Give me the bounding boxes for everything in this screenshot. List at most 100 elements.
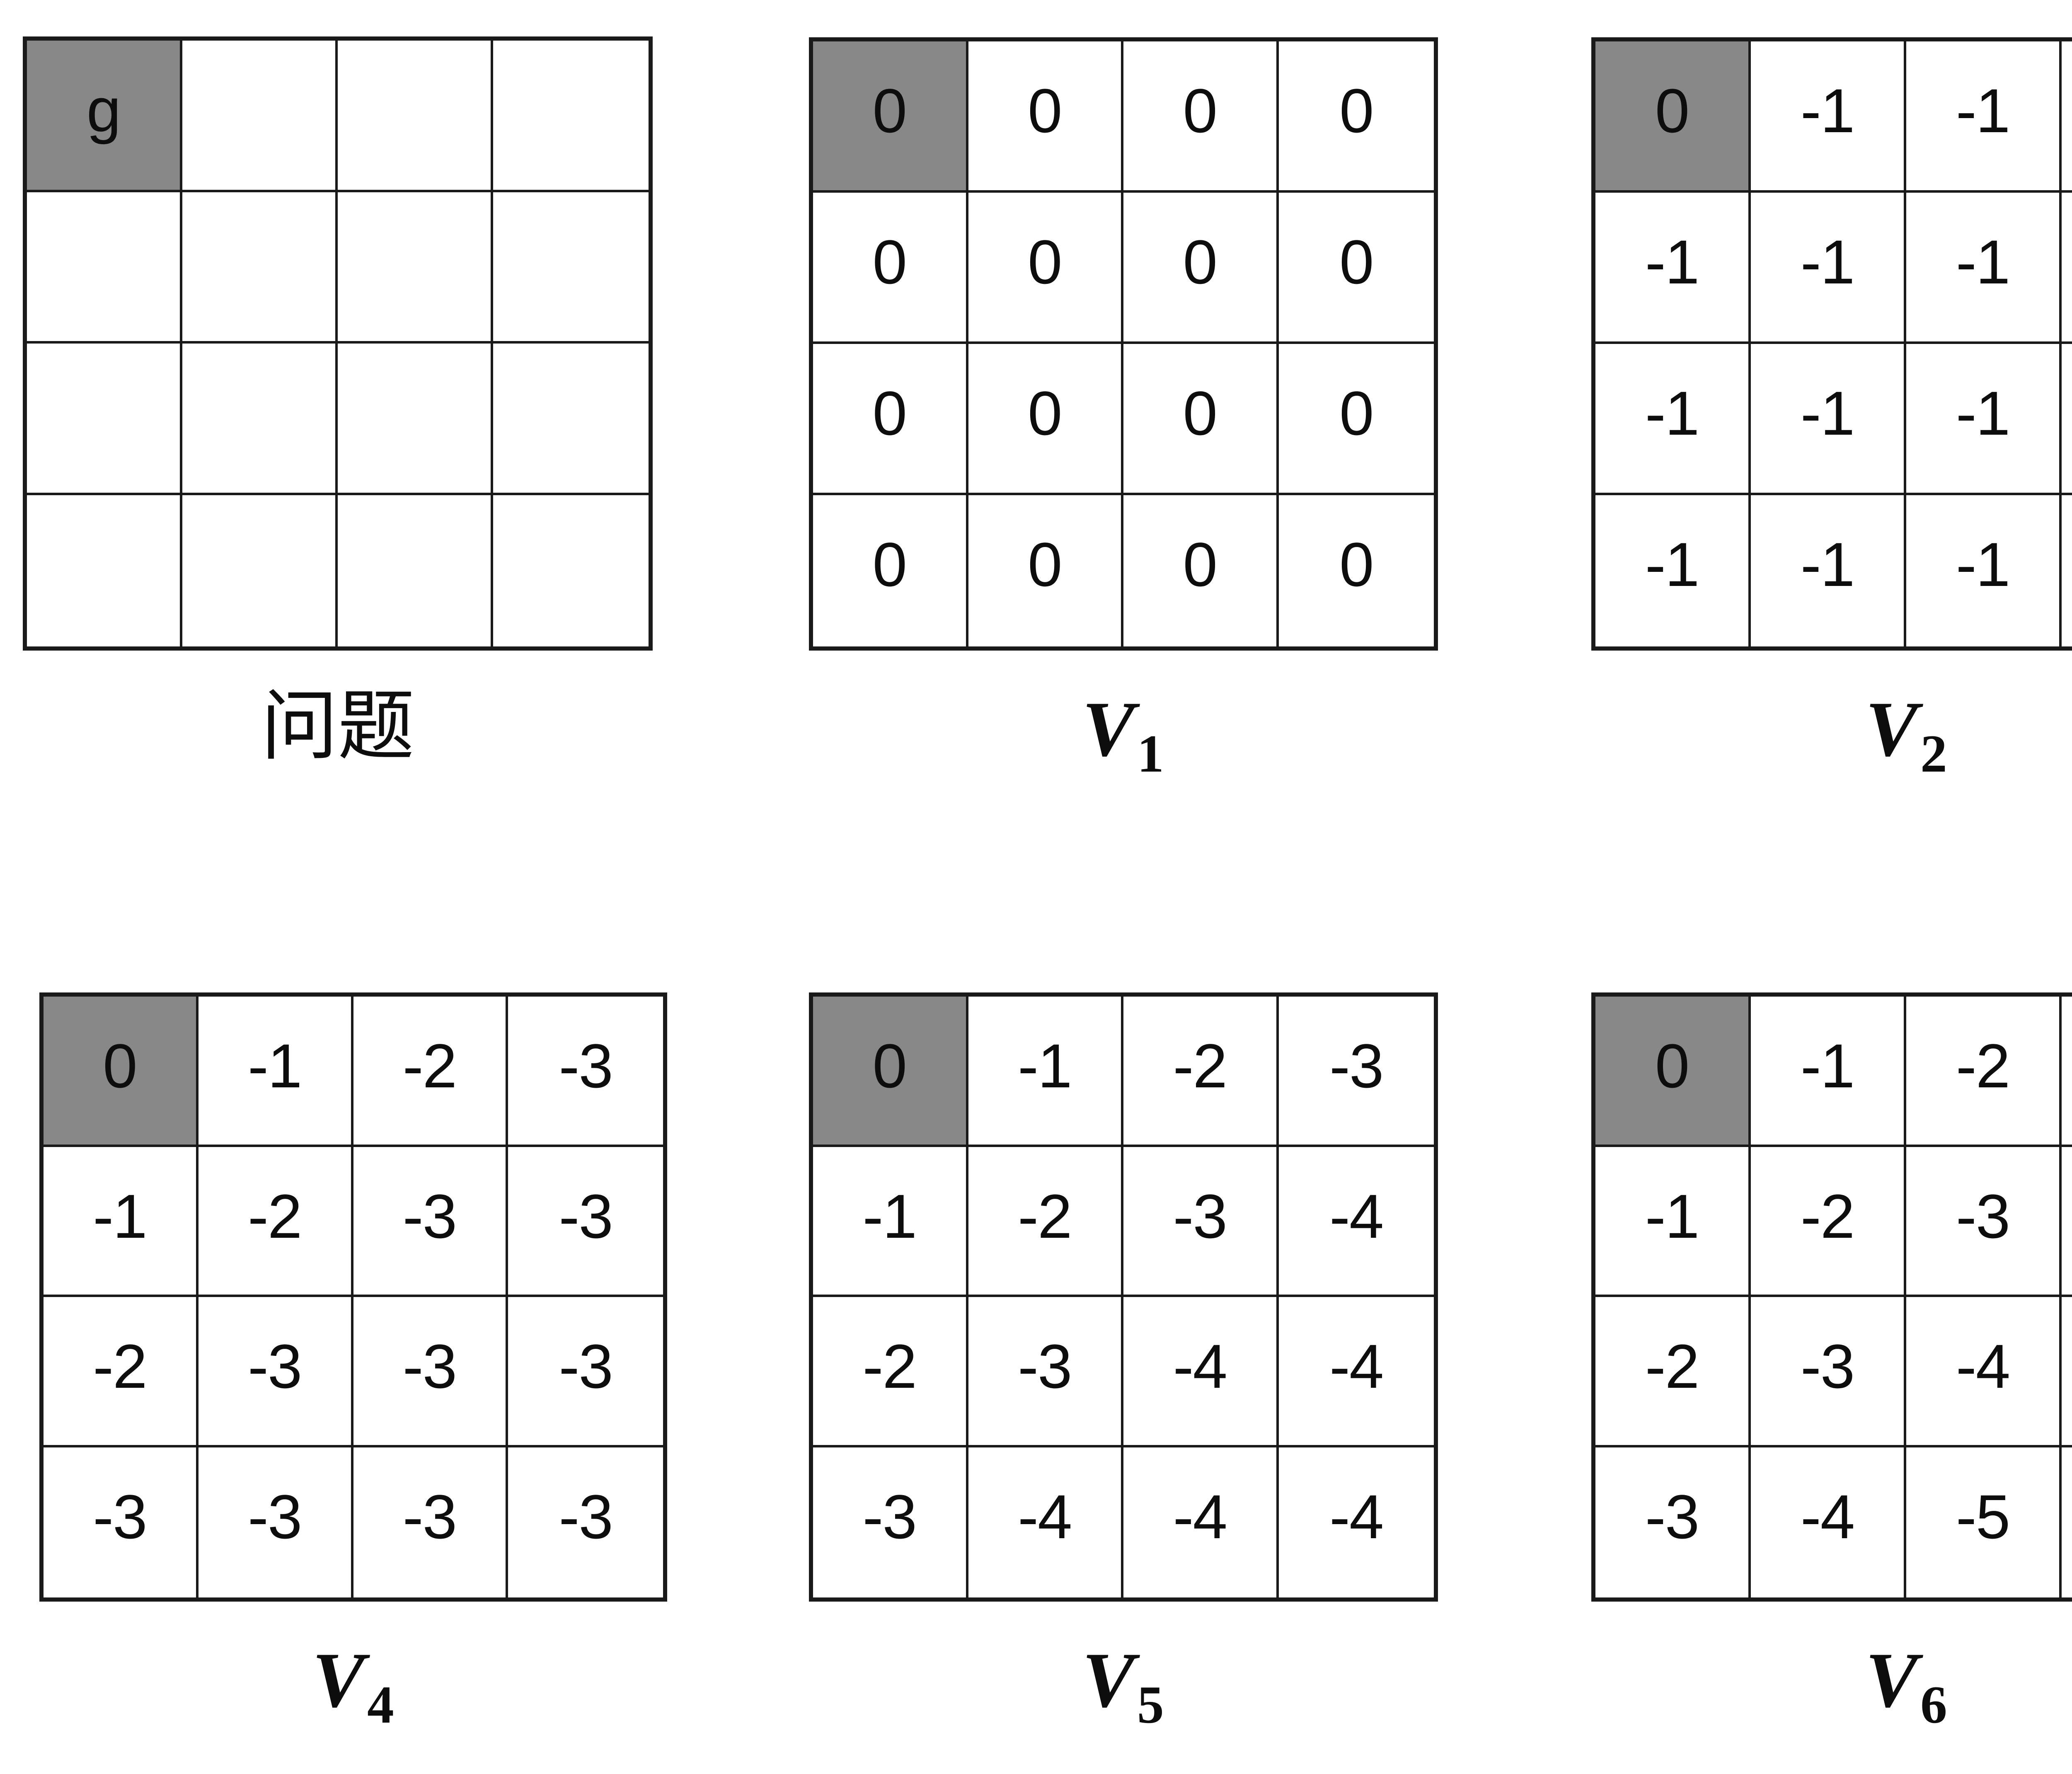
grid-cell-v5-r1-c3[interactable]: -4 — [1278, 1147, 1434, 1297]
grid-cell-v4-r0-c3[interactable]: -3 — [508, 997, 663, 1147]
grid-cell-v4-r2-c0[interactable]: -2 — [44, 1297, 198, 1447]
cell-value: -3 — [402, 1481, 457, 1551]
grid-cell-v1-r3-c2[interactable]: 0 — [1123, 495, 1279, 646]
grid-cell-v2-r1-c0[interactable]: -1 — [1595, 193, 1751, 344]
grid-cell-v4-r0-c1[interactable]: -1 — [198, 997, 353, 1147]
grid-cell-problem-r2-c2[interactable] — [338, 344, 493, 495]
grid-cell-v6-r1-c0[interactable]: -1 — [1595, 1147, 1751, 1297]
grid-cell-problem-r2-c0[interactable] — [27, 344, 182, 495]
grid-cell-v1-r2-c3[interactable]: 0 — [1278, 344, 1434, 495]
grid-cell-v4-r3-c3[interactable]: -3 — [508, 1447, 663, 1597]
grid-cell-v5-r2-c3[interactable]: -4 — [1278, 1297, 1434, 1447]
grid-cell-v5-r2-c1[interactable]: -3 — [968, 1297, 1123, 1447]
grid-cell-v2-r3-c2[interactable]: -1 — [1906, 495, 2062, 646]
grid-cell-v5-r3-c0[interactable]: -3 — [813, 1447, 968, 1597]
grid-cell-v4-r3-c2[interactable]: -3 — [353, 1447, 508, 1597]
grid-cell-v2-r3-c3[interactable]: -1 — [2062, 495, 2072, 646]
grid-cell-problem-r0-c2[interactable] — [338, 41, 493, 192]
grid-caption-v2: V2 — [1865, 690, 1947, 780]
grid-cell-v5-r0-c3[interactable]: -3 — [1278, 997, 1434, 1147]
grid-cell-problem-r3-c2[interactable] — [338, 495, 493, 646]
grid-cell-v2-r2-c3[interactable]: -1 — [2062, 344, 2072, 495]
grid-cell-v4-r3-c1[interactable]: -3 — [198, 1447, 353, 1597]
grid-cell-problem-r1-c0[interactable] — [27, 192, 182, 344]
grid-cell-problem-r1-c2[interactable] — [338, 192, 493, 344]
caption-text: V — [1865, 1637, 1918, 1724]
grid-cell-v5-r0-c1[interactable]: -1 — [968, 997, 1123, 1147]
grid-cell-v5-r3-c1[interactable]: -4 — [968, 1447, 1123, 1597]
grid-cell-v6-r3-c2[interactable]: -5 — [1906, 1447, 2062, 1597]
cell-value: -1 — [1800, 76, 1855, 145]
grid-cell-v5-r3-c3[interactable]: -4 — [1278, 1447, 1434, 1597]
grid-cell-v2-r1-c3[interactable]: -1 — [2062, 193, 2072, 344]
grid-cell-v4-r3-c0[interactable]: -3 — [44, 1447, 198, 1597]
grid-cell-v5-r1-c1[interactable]: -2 — [968, 1147, 1123, 1297]
grid-cell-v6-r0-c3[interactable]: -3 — [2062, 997, 2072, 1147]
grid-cell-v4-r0-c2[interactable]: -2 — [353, 997, 508, 1147]
grid-cell-v6-r2-c0[interactable]: -2 — [1595, 1297, 1751, 1447]
grid-cell-problem-r3-c0[interactable] — [27, 495, 182, 646]
grid-cell-v6-r0-c2[interactable]: -2 — [1906, 997, 2062, 1147]
grid-cell-v4-r2-c1[interactable]: -3 — [198, 1297, 353, 1447]
grid-cell-v6-r3-c1[interactable]: -4 — [1751, 1447, 1906, 1597]
grid-cell-v1-r3-c1[interactable]: 0 — [968, 495, 1123, 646]
grid-cell-v5-r0-c2[interactable]: -2 — [1123, 997, 1279, 1147]
grid-cell-v1-r0-c0[interactable]: 0 — [813, 41, 968, 193]
grid-cell-v5-r2-c0[interactable]: -2 — [813, 1297, 968, 1447]
grid-cell-v1-r2-c1[interactable]: 0 — [968, 344, 1123, 495]
grid-cell-v1-r0-c3[interactable]: 0 — [1278, 41, 1434, 193]
grid-cell-v2-r1-c2[interactable]: -1 — [1906, 193, 2062, 344]
grid-cell-v1-r1-c3[interactable]: 0 — [1278, 193, 1434, 344]
grid-cell-v4-r2-c3[interactable]: -3 — [508, 1297, 663, 1447]
grid-cell-v2-r2-c1[interactable]: -1 — [1751, 344, 1906, 495]
grid-cell-v1-r0-c2[interactable]: 0 — [1123, 41, 1279, 193]
grid-cell-v2-r2-c0[interactable]: -1 — [1595, 344, 1751, 495]
grid-cell-v1-r1-c2[interactable]: 0 — [1123, 193, 1279, 344]
grid-cell-problem-r3-c3[interactable] — [493, 495, 649, 646]
grid-cell-v2-r3-c1[interactable]: -1 — [1751, 495, 1906, 646]
grid-cell-problem-r0-c3[interactable] — [493, 41, 649, 192]
grid-cell-problem-r1-c3[interactable] — [493, 192, 649, 344]
grid-cell-v1-r1-c0[interactable]: 0 — [813, 193, 968, 344]
grid-cell-v6-r0-c1[interactable]: -1 — [1751, 997, 1906, 1147]
grid-cell-v5-r2-c2[interactable]: -4 — [1123, 1297, 1279, 1447]
grid-cell-v1-r2-c0[interactable]: 0 — [813, 344, 968, 495]
grid-cell-v5-r1-c2[interactable]: -3 — [1123, 1147, 1279, 1297]
grid-cell-v1-r3-c3[interactable]: 0 — [1278, 495, 1434, 646]
grid-cell-v2-r3-c0[interactable]: -1 — [1595, 495, 1751, 646]
grid-cell-v2-r0-c1[interactable]: -1 — [1751, 41, 1906, 193]
grid-cell-v2-r2-c2[interactable]: -1 — [1906, 344, 2062, 495]
grid-cell-v6-r0-c0[interactable]: 0 — [1595, 997, 1751, 1147]
grid-cell-v4-r2-c2[interactable]: -3 — [353, 1297, 508, 1447]
grid-cell-v2-r1-c1[interactable]: -1 — [1751, 193, 1906, 344]
grid-cell-v2-r0-c3[interactable]: -1 — [2062, 41, 2072, 193]
grid-cell-v6-r2-c3[interactable]: -5 — [2062, 1297, 2072, 1447]
grid-cell-v6-r1-c1[interactable]: -2 — [1751, 1147, 1906, 1297]
grid-cell-problem-r1-c1[interactable] — [182, 192, 338, 344]
grid-cell-v6-r3-c0[interactable]: -3 — [1595, 1447, 1751, 1597]
grid-cell-v6-r3-c3[interactable]: -5 — [2062, 1447, 2072, 1597]
grid-cell-problem-r0-c1[interactable] — [182, 41, 338, 192]
grid-cell-v6-r1-c3[interactable]: -4 — [2062, 1147, 2072, 1297]
grid-cell-v1-r3-c0[interactable]: 0 — [813, 495, 968, 646]
grid-cell-v1-r1-c1[interactable]: 0 — [968, 193, 1123, 344]
grid-cell-v6-r1-c2[interactable]: -3 — [1906, 1147, 2062, 1297]
grid-cell-problem-r2-c1[interactable] — [182, 344, 338, 495]
grid-cell-problem-r3-c1[interactable] — [182, 495, 338, 646]
grid-cell-v1-r0-c1[interactable]: 0 — [968, 41, 1123, 193]
grid-cell-v5-r1-c0[interactable]: -1 — [813, 1147, 968, 1297]
grid-cell-v4-r1-c0[interactable]: -1 — [44, 1147, 198, 1297]
grid-cell-problem-r2-c3[interactable] — [493, 344, 649, 495]
grid-cell-v2-r0-c0[interactable]: 0 — [1595, 41, 1751, 193]
grid-cell-v1-r2-c2[interactable]: 0 — [1123, 344, 1279, 495]
grid-cell-v4-r0-c0[interactable]: 0 — [44, 997, 198, 1147]
grid-cell-v6-r2-c1[interactable]: -3 — [1751, 1297, 1906, 1447]
grid-cell-v2-r0-c2[interactable]: -1 — [1906, 41, 2062, 193]
grid-cell-v5-r3-c2[interactable]: -4 — [1123, 1447, 1279, 1597]
grid-cell-v6-r2-c2[interactable]: -4 — [1906, 1297, 2062, 1447]
grid-cell-v4-r1-c1[interactable]: -2 — [198, 1147, 353, 1297]
grid-cell-v5-r0-c0[interactable]: 0 — [813, 997, 968, 1147]
grid-cell-v4-r1-c2[interactable]: -3 — [353, 1147, 508, 1297]
grid-cell-v4-r1-c3[interactable]: -3 — [508, 1147, 663, 1297]
grid-cell-problem-r0-c0[interactable]: g — [27, 41, 182, 192]
